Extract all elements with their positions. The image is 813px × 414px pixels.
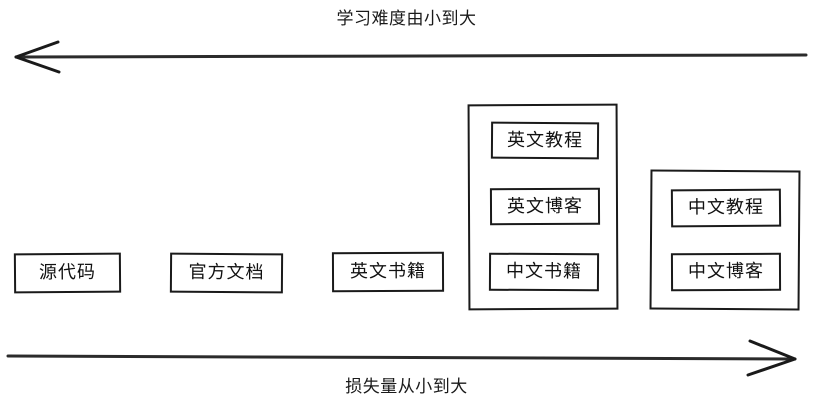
node-chinese-books[interactable]: 中文书籍 (488, 252, 600, 292)
node-label: 英文书籍 (349, 260, 427, 283)
node-source-code[interactable]: 源代码 (13, 252, 122, 294)
top-axis-label: 学习难度由小到大 (336, 9, 477, 29)
node-english-books[interactable]: 英文书籍 (331, 251, 445, 293)
node-chinese-tutorial[interactable]: 中文教程 (670, 188, 782, 228)
node-label: 英文教程 (506, 129, 584, 151)
node-chinese-blog[interactable]: 中文博客 (670, 252, 782, 292)
node-label: 中文教程 (687, 196, 765, 219)
node-label: 英文博客 (506, 195, 584, 217)
node-label: 中文书籍 (505, 260, 583, 283)
node-english-blog[interactable]: 英文博客 (489, 187, 601, 226)
loss-axis-arrow (6, 339, 797, 377)
bottom-axis-label: 损失量从小到大 (345, 377, 468, 397)
node-official-docs[interactable]: 官方文档 (169, 252, 284, 294)
node-english-tutorial[interactable]: 英文教程 (490, 121, 600, 160)
difficulty-axis-arrow (14, 40, 808, 74)
node-label: 中文博客 (687, 260, 765, 283)
node-label: 官方文档 (188, 261, 265, 284)
node-label: 源代码 (38, 261, 97, 284)
